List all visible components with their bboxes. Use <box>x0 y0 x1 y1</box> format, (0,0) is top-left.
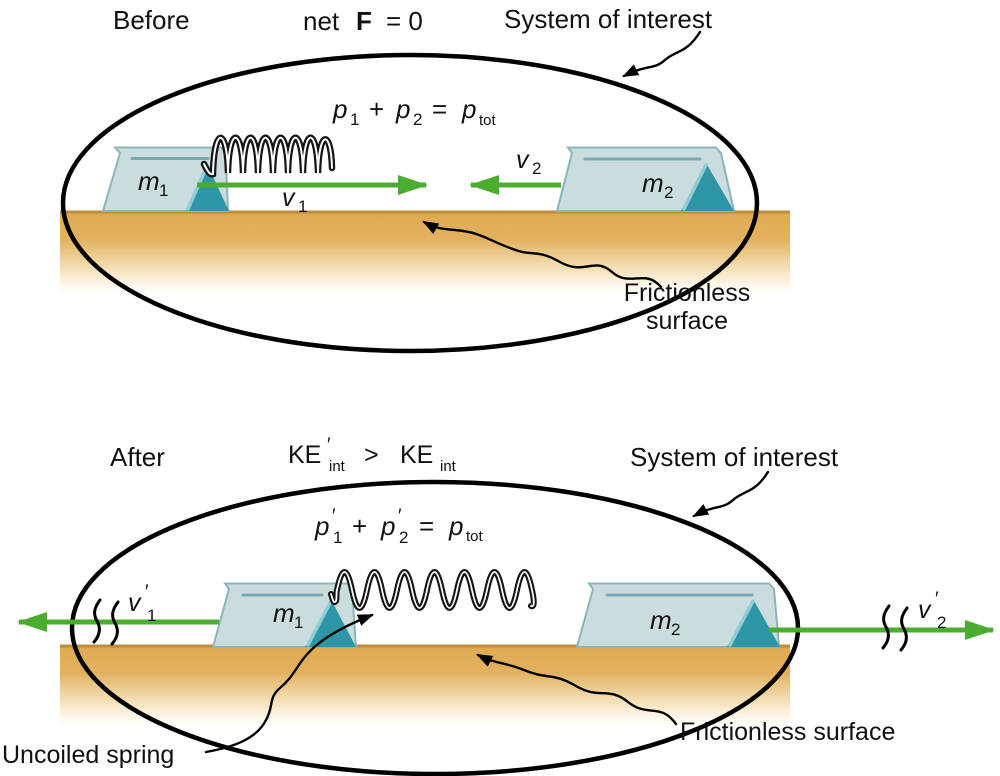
after-diagram: m 1 m 2 <box>2 435 995 776</box>
mass1-label-after: m 1 <box>273 598 303 632</box>
svg-text:v: v <box>918 596 932 624</box>
before-title: Before <box>113 5 190 35</box>
mass1-block-after <box>211 582 358 648</box>
svg-text:p: p <box>461 94 476 124</box>
svg-text:int: int <box>329 458 346 475</box>
frictionless-pointer-after <box>476 653 678 726</box>
svg-text:+: + <box>352 511 367 541</box>
svg-text:2: 2 <box>937 613 946 632</box>
after-title: After <box>110 442 165 472</box>
svg-text:F: F <box>356 6 372 36</box>
system-pointer-arrow-bottom <box>692 470 770 518</box>
svg-text:m: m <box>642 168 664 198</box>
svg-text:1: 1 <box>159 181 168 200</box>
surface-after <box>60 644 790 725</box>
svg-text:2: 2 <box>664 183 673 202</box>
svg-text:v: v <box>282 184 296 212</box>
svg-text:KE: KE <box>400 441 433 469</box>
mass1-block-before <box>101 146 230 212</box>
svg-text:p: p <box>395 94 410 124</box>
coiled-spring <box>200 134 336 178</box>
svg-text:KE: KE <box>288 441 321 469</box>
svg-text:=: = <box>432 94 447 124</box>
svg-text:1: 1 <box>294 613 303 632</box>
v1-prime-label: v ′ 1 <box>128 582 156 625</box>
system-ellipse-top <box>60 52 760 354</box>
svg-text:Frictionless: Frictionless <box>624 279 750 307</box>
svg-text:tot: tot <box>466 528 484 545</box>
svg-text:p: p <box>332 94 347 124</box>
svg-text:′: ′ <box>935 589 939 610</box>
svg-text:m: m <box>273 598 295 628</box>
svg-text:2: 2 <box>399 528 408 547</box>
svg-text:+: + <box>369 94 384 124</box>
svg-text:v: v <box>516 146 530 174</box>
svg-text:p: p <box>448 511 463 541</box>
system-of-interest-label-bottom: System of interest <box>630 442 839 472</box>
svg-text:1: 1 <box>298 197 307 216</box>
svg-text:1: 1 <box>147 606 156 625</box>
system-of-interest-label-top: System of interest <box>504 4 713 34</box>
svg-text:1: 1 <box>350 110 359 129</box>
svg-text:int: int <box>440 458 457 475</box>
svg-text:p: p <box>314 511 329 541</box>
net-force-label: net F = 0 <box>303 6 423 36</box>
uncoiled-spring-label: Uncoiled spring <box>2 741 174 769</box>
before-diagram: m 1 m 2 v 1 v 2 <box>60 4 790 354</box>
svg-text:′: ′ <box>398 506 402 527</box>
mass2-block-before <box>555 146 736 212</box>
svg-text:m: m <box>138 166 160 196</box>
uncoiled-spring-pointer <box>204 613 374 754</box>
svg-text:′: ′ <box>332 506 336 527</box>
mass1-label-before: m 1 <box>138 166 168 200</box>
ke-equation: KE ′ int > KE int <box>288 435 457 475</box>
svg-text:>: > <box>364 441 379 469</box>
arrow-break-marks-left <box>92 598 120 646</box>
uncoiled-spring <box>328 569 537 611</box>
v1-label: v 1 <box>282 184 307 216</box>
frictionless-label-before: Frictionless surface <box>624 279 750 335</box>
svg-text:2: 2 <box>413 110 422 129</box>
svg-text:′: ′ <box>145 582 149 603</box>
svg-text:net: net <box>303 6 340 36</box>
svg-text:2: 2 <box>671 620 680 639</box>
frictionless-label-after: Frictionless surface <box>680 718 895 746</box>
svg-text:m: m <box>650 605 672 635</box>
svg-text:surface: surface <box>646 307 728 335</box>
arrow-break-marks-right <box>881 604 909 652</box>
svg-text:′: ′ <box>327 435 331 456</box>
mass2-label-before: m 2 <box>642 168 673 202</box>
svg-text:=: = <box>419 511 434 541</box>
mass2-label-after: m 2 <box>650 605 680 639</box>
svg-text:p: p <box>380 511 395 541</box>
mass2-block-after <box>575 582 781 648</box>
momentum-equation-after: p ′ 1 + p ′ 2 = p tot <box>314 506 484 547</box>
svg-text:tot: tot <box>479 112 497 129</box>
frictionless-pointer-before <box>422 220 663 289</box>
svg-text:2: 2 <box>532 159 541 178</box>
system-pointer-arrow-top <box>622 30 702 78</box>
svg-text:v: v <box>128 589 142 617</box>
v2-prime-label: v ′ 2 <box>918 589 946 632</box>
svg-text:= 0: = 0 <box>386 6 423 36</box>
v2-label: v 2 <box>516 146 541 178</box>
momentum-equation-before: p 1 + p 2 = p tot <box>332 94 497 129</box>
svg-text:1: 1 <box>333 528 342 547</box>
